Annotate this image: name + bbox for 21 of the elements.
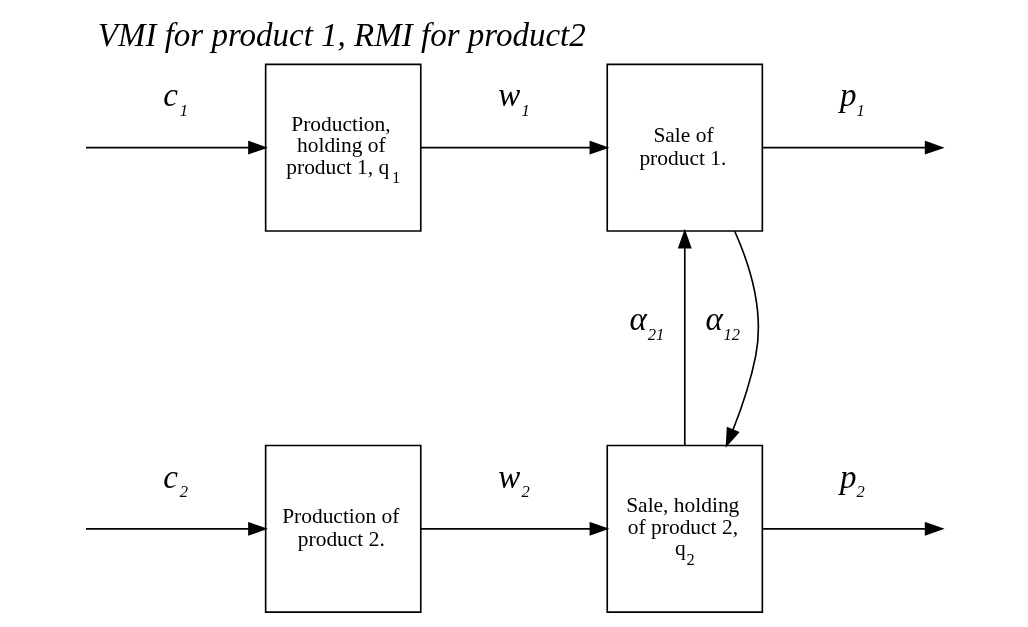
edge-label: c$_{2}$ bbox=[163, 458, 189, 502]
edge-label: p$_{2}$ bbox=[839, 458, 865, 502]
edge-label: c$_{1}$ bbox=[163, 77, 189, 120]
edge-label: α$_{12}$ bbox=[705, 301, 741, 344]
edge-label: w$_{2}$ bbox=[498, 458, 530, 502]
diagram-title: VMI for product 1, RMI for product2 bbox=[97, 17, 586, 54]
node-box: Sale of product 1. bbox=[606, 63, 764, 232]
edge-label: p$_{1}$ bbox=[839, 77, 865, 120]
arrow bbox=[677, 228, 692, 447]
edge-label: α$_{21}$ bbox=[629, 301, 665, 344]
arrow bbox=[419, 140, 610, 155]
arrow bbox=[85, 521, 268, 536]
arrow bbox=[761, 521, 945, 536]
node-box: Sale, holding of product 2, q$_{2}$ bbox=[606, 444, 764, 613]
arrow bbox=[725, 230, 760, 448]
edge-label: w$_{1}$ bbox=[498, 77, 530, 120]
arrow bbox=[85, 140, 268, 155]
arrow bbox=[419, 521, 610, 536]
node-box: Production of product 2. bbox=[264, 444, 422, 613]
arrow bbox=[761, 140, 945, 155]
node-box: Production, holding of product 1, q$_{1}$ bbox=[264, 63, 422, 232]
